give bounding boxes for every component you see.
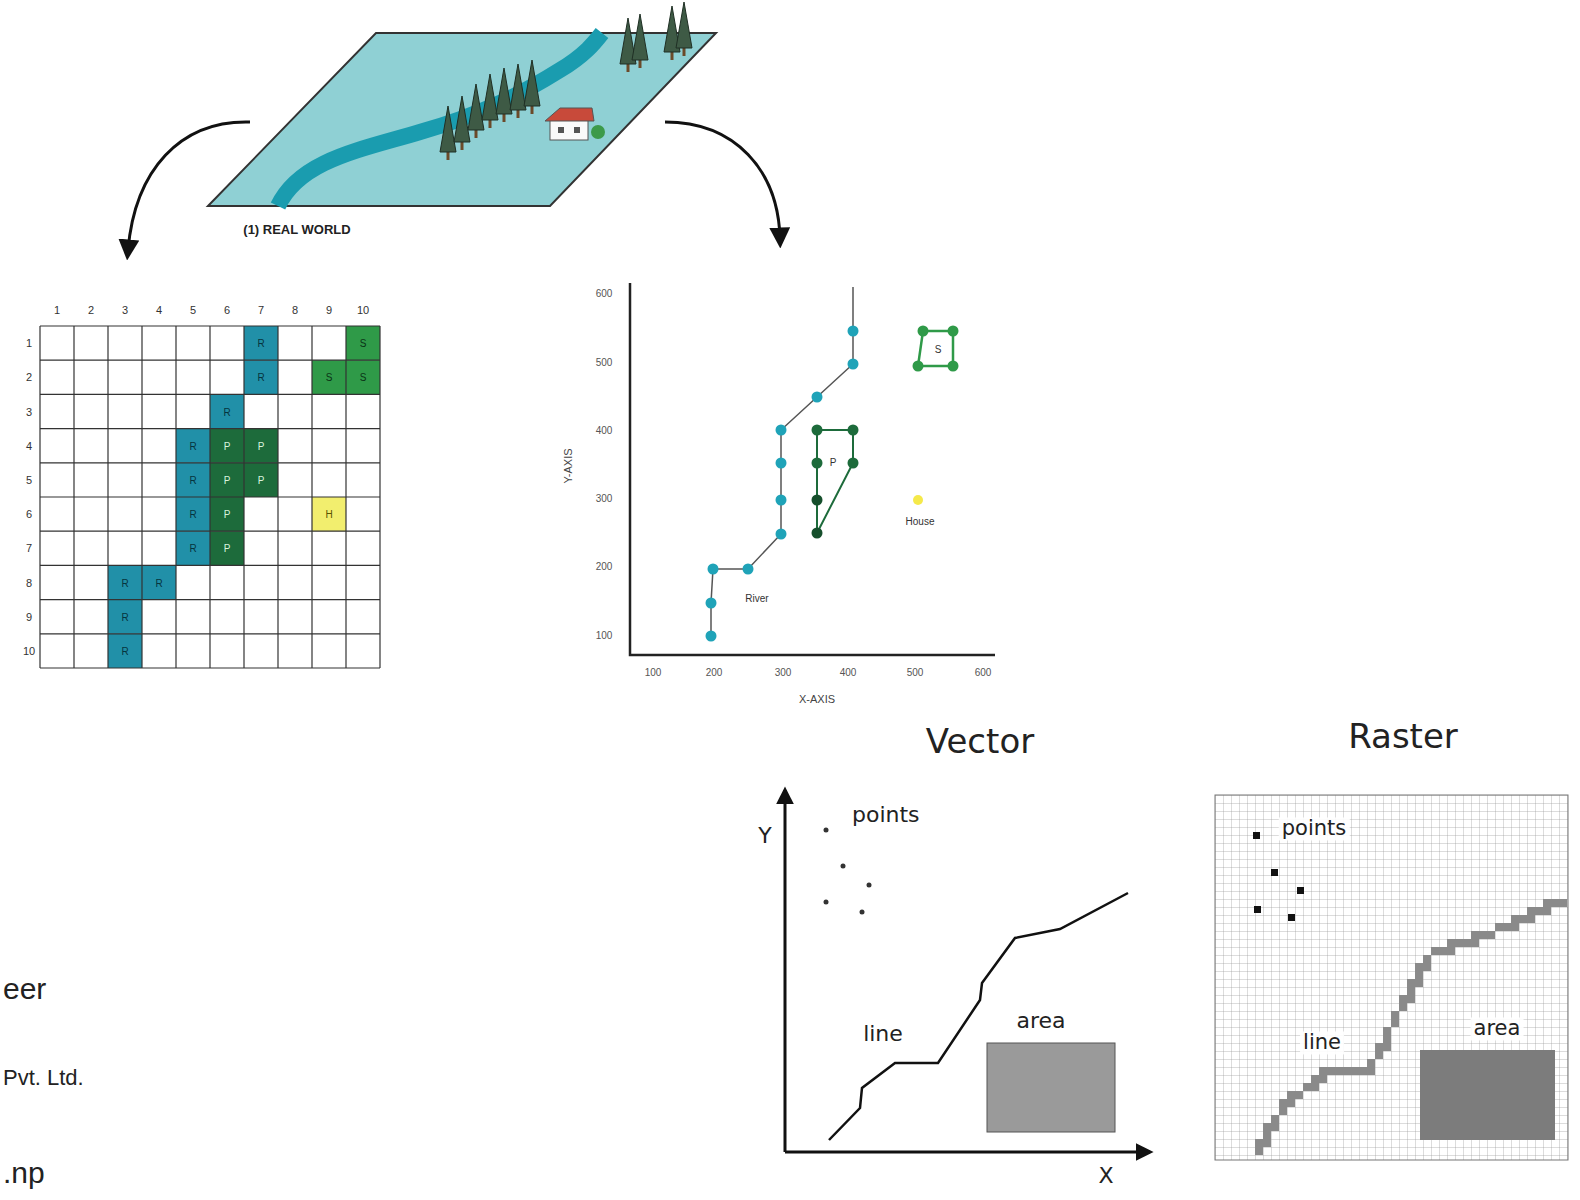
cell-code: R [155, 577, 162, 588]
grid-index: 2 [26, 371, 32, 383]
grid-index: 5 [190, 304, 196, 316]
diagram-label: X [1098, 1164, 1113, 1188]
page-fragment: eer [3, 972, 46, 1005]
grid-index: 4 [26, 440, 32, 452]
cell-code: R [121, 611, 128, 622]
cell-code: R [189, 474, 196, 485]
cell-code: P [224, 543, 231, 554]
grid-index: 7 [26, 542, 32, 554]
cell-code: R [189, 543, 196, 554]
feature-label: P [830, 457, 837, 468]
grid-index: 3 [122, 304, 128, 316]
figure-label: (1) REAL WORLD [243, 223, 350, 237]
axis-title: X-AXIS [799, 693, 835, 705]
raster-grid [40, 326, 380, 668]
axis-tick: 200 [596, 561, 613, 572]
flow-arrow [128, 122, 250, 250]
axis-tick: 600 [975, 667, 992, 678]
diagram-label: Y [758, 824, 771, 848]
cell-code: P [224, 474, 231, 485]
grid-index: 1 [26, 337, 32, 349]
grid-index: 6 [26, 508, 32, 520]
diagram-label: area [1016, 1009, 1065, 1033]
axis-tick: 100 [645, 667, 662, 678]
axis-title: Y-AXIS [562, 448, 574, 483]
grid-index: 8 [26, 576, 32, 588]
grid-index: 9 [26, 611, 32, 623]
panel-heading: Vector [926, 723, 1034, 760]
flow-arrow [665, 122, 780, 238]
page-fragment: .np [3, 1156, 45, 1189]
axis-tick: 500 [596, 357, 613, 368]
house [545, 108, 605, 140]
grid-index: 10 [357, 304, 369, 316]
cell-code: S [360, 338, 367, 349]
axis-tick: 400 [840, 667, 857, 678]
grid-index: 3 [26, 405, 32, 417]
grid-index: 7 [258, 304, 264, 316]
cell-code: S [360, 372, 367, 383]
real-world-map [208, 2, 716, 206]
cell-code: H [325, 509, 332, 520]
axis-tick: 200 [706, 667, 723, 678]
cell-code: R [189, 509, 196, 520]
grid-index: 8 [292, 304, 298, 316]
cell-code: S [326, 372, 333, 383]
diagram-label: line [1300, 1031, 1344, 1054]
cell-code: R [223, 406, 230, 417]
grid-index: 1 [54, 304, 60, 316]
grid-index: 5 [26, 474, 32, 486]
cell-code: P [224, 440, 231, 451]
raster-example [1215, 795, 1568, 1160]
cell-code: R [121, 577, 128, 588]
axis-tick: 500 [907, 667, 924, 678]
diagram-label: points [1279, 817, 1350, 840]
cell-code: R [257, 338, 264, 349]
feature-label: River [745, 593, 768, 604]
diagram-label: area [1471, 1017, 1524, 1040]
panel-heading: Raster [1348, 718, 1458, 755]
feature-label: S [935, 344, 942, 355]
grid-index: 9 [326, 304, 332, 316]
cell-code: P [258, 440, 265, 451]
diagram-label: points [852, 803, 920, 827]
cell-code: P [258, 474, 265, 485]
axis-tick: 600 [596, 288, 613, 299]
feature-label: House [906, 516, 935, 527]
axis-tick: 400 [596, 425, 613, 436]
grid-index: 2 [88, 304, 94, 316]
axis-tick: 300 [596, 493, 613, 504]
grid-index: 4 [156, 304, 162, 316]
cell-code: R [121, 645, 128, 656]
vector-plot [630, 283, 995, 655]
axis-tick: 100 [596, 630, 613, 641]
diagram-label: line [863, 1022, 903, 1046]
page-fragment: Pvt. Ltd. [3, 1066, 84, 1090]
cell-code: P [224, 509, 231, 520]
grid-index: 6 [224, 304, 230, 316]
cell-code: R [257, 372, 264, 383]
grid-index: 10 [23, 645, 35, 657]
axis-tick: 300 [775, 667, 792, 678]
vector-example [785, 790, 1150, 1152]
cell-code: R [189, 440, 196, 451]
